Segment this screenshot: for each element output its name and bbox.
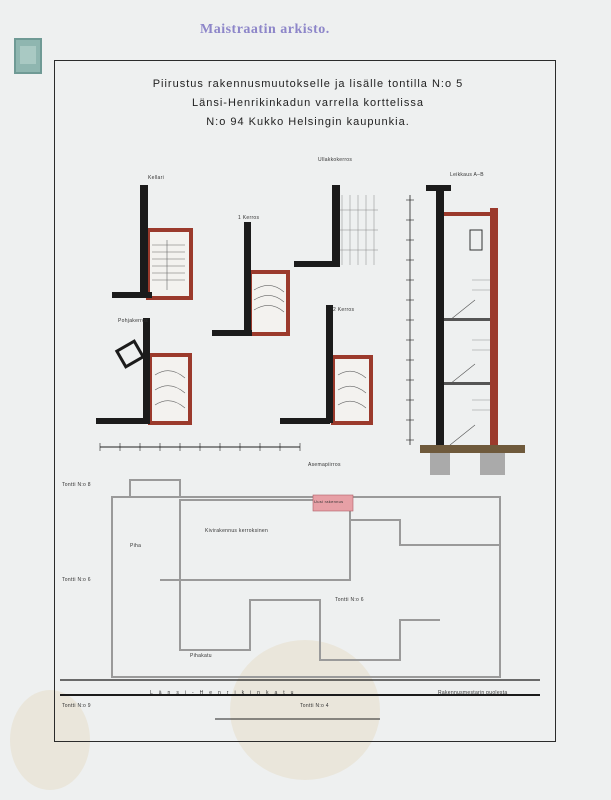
drawing-frame [54,60,556,742]
site-plan [111,479,501,678]
yard-street-label: Pihakatu [190,653,212,659]
first-floor-plan [212,222,290,336]
title-line-3: N:o 94 Kukko Helsingin kaupunkia. [206,116,410,128]
court-label: Piha [130,543,142,549]
postage-stamp [14,38,42,74]
title-line-1: Piirustus rakennusmuutokselle ja lisälle… [152,78,464,90]
basement-plan [112,185,193,300]
archive-stamp: Maistraatin arkisto. [200,22,330,37]
ground-floor-label: Pohjakerros [118,318,148,324]
site-plan-label: Asemapiirros [308,462,341,468]
new-building-highlight [312,494,354,512]
second-floor-label: 2 Kerros [333,307,355,313]
plot-4-label: Tontti N:o 4 [300,703,329,709]
ground-floor-plan [96,318,192,425]
street-label: Länsi-Henrikinkatu [150,690,300,696]
paper-stain [10,690,90,790]
plot-6-label: Tontti N:o 6 [62,577,91,583]
scale-bar [99,443,301,451]
attic-plan [294,185,378,267]
section-view [406,185,525,475]
basement-label: Kellari [148,175,164,181]
plot-6-inner-label: Tontti N:o 6 [335,597,364,603]
first-floor-label: 1 Kerros [238,215,260,221]
existing-building-label: Kivirakennus kerroksinen [205,528,269,534]
adjacent-label: Rakennusmestarin puolesta [438,690,508,696]
attic-label: Ullakkokerros [318,157,353,163]
plot-8-label: Tontti N:o 8 [62,482,91,488]
second-floor-plan [280,305,373,425]
section-label: Leikkaus A–B [450,172,484,178]
title-line-2: Länsi-Henrikinkadun varrella korttelissa [192,97,424,109]
plot-9-label: Tontti N:o 9 [62,703,91,709]
paper-stain [230,640,380,780]
new-building-label: Uusi rakennus [314,499,344,504]
